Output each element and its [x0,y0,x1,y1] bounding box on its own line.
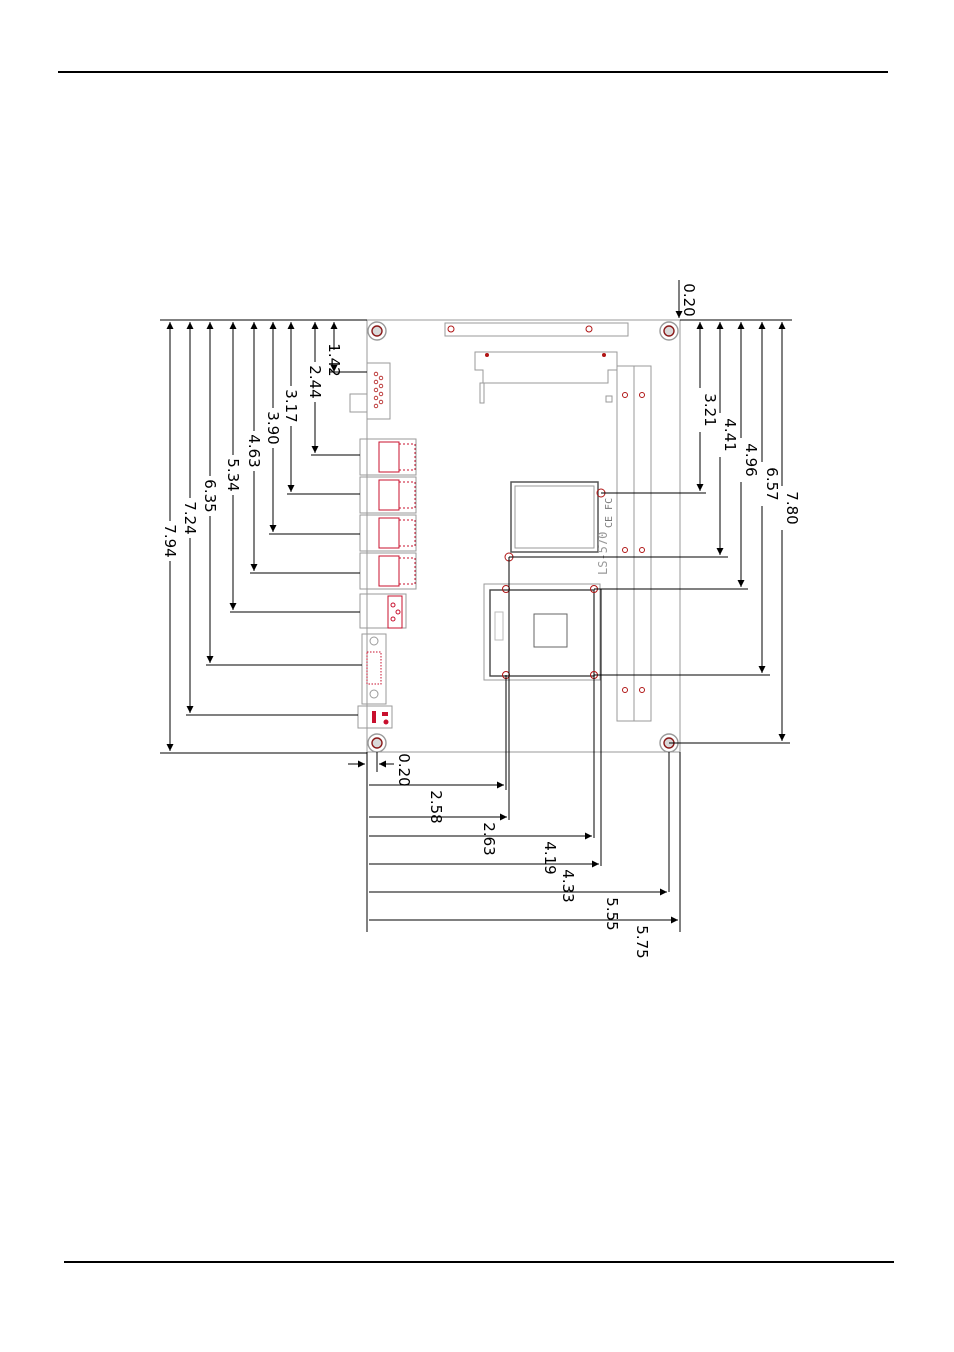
lan-port-2 [359,476,417,514]
dim-label-left-3-17: 3.17 [282,389,300,422]
dim-label-left-5-34: 5.34 [224,458,242,491]
dim-label-left-1-42: 1.42 [325,343,343,376]
footer-rule [64,1261,894,1263]
cf-slot [474,351,618,404]
mounting-hole-top-right [659,321,679,341]
dim-label-left-7-24: 7.24 [181,501,199,534]
dim-label-bottom-4-33: 4.33 [559,869,577,902]
dimm-slots [616,365,652,722]
dim-label-bottom-5-75: 5.75 [633,925,651,958]
top-connector [444,322,629,337]
bottom-dimension-lines [366,557,681,932]
usb-connector [359,593,407,629]
lan-port-1 [359,438,417,476]
dimension-arrows [166,280,786,924]
board-label: LS-570 [596,532,610,575]
serial-connector [349,362,391,420]
left-dimension-lines [160,319,367,754]
vga-connector [361,633,387,705]
dim-label-left-2-44: 2.44 [306,365,324,398]
right-dimension-lines [509,319,792,744]
dim-label-bottom-0-20: 0.20 [395,753,413,786]
mounting-hole-bottom-left [367,733,387,753]
mounting-holes [367,321,679,753]
dim-label-left-7-94: 7.94 [161,524,179,557]
dim-label-bottom-4-19: 4.19 [541,841,559,874]
dimension-labels: 1.422.44 3.173.904.635.34 6.357.247.94 0.20… [161,283,801,958]
dim-label-bottom-5-55: 5.55 [603,897,621,930]
dim-label-left-3-90: 3.90 [264,411,282,444]
dim-label-right-0-20: 0.20 [680,283,698,316]
dim-label-right-7-80: 7.80 [783,491,801,524]
dim-label-right-6-57: 6.57 [763,467,781,500]
io-ports [349,362,417,729]
dim-label-left-6-35: 6.35 [201,479,219,512]
mounting-hole-top-left [367,321,387,341]
cpu-socket [483,583,601,681]
power-connector [357,705,393,729]
dim-label-bottom-2-58: 2.58 [427,790,445,823]
certification-marks: CE FC [604,498,615,528]
dim-label-right-3-21: 3.21 [701,393,719,426]
header-rule [58,71,888,73]
board-outline [366,319,681,753]
chipset-heatsink [504,481,606,562]
lan-port-3 [359,514,417,552]
dim-label-bottom-2-63: 2.63 [480,822,498,855]
dim-label-right-4-96: 4.96 [742,443,760,476]
dim-label-right-4-41: 4.41 [721,418,739,451]
dim-label-left-4-63: 4.63 [245,434,263,467]
lan-port-4 [359,552,417,590]
